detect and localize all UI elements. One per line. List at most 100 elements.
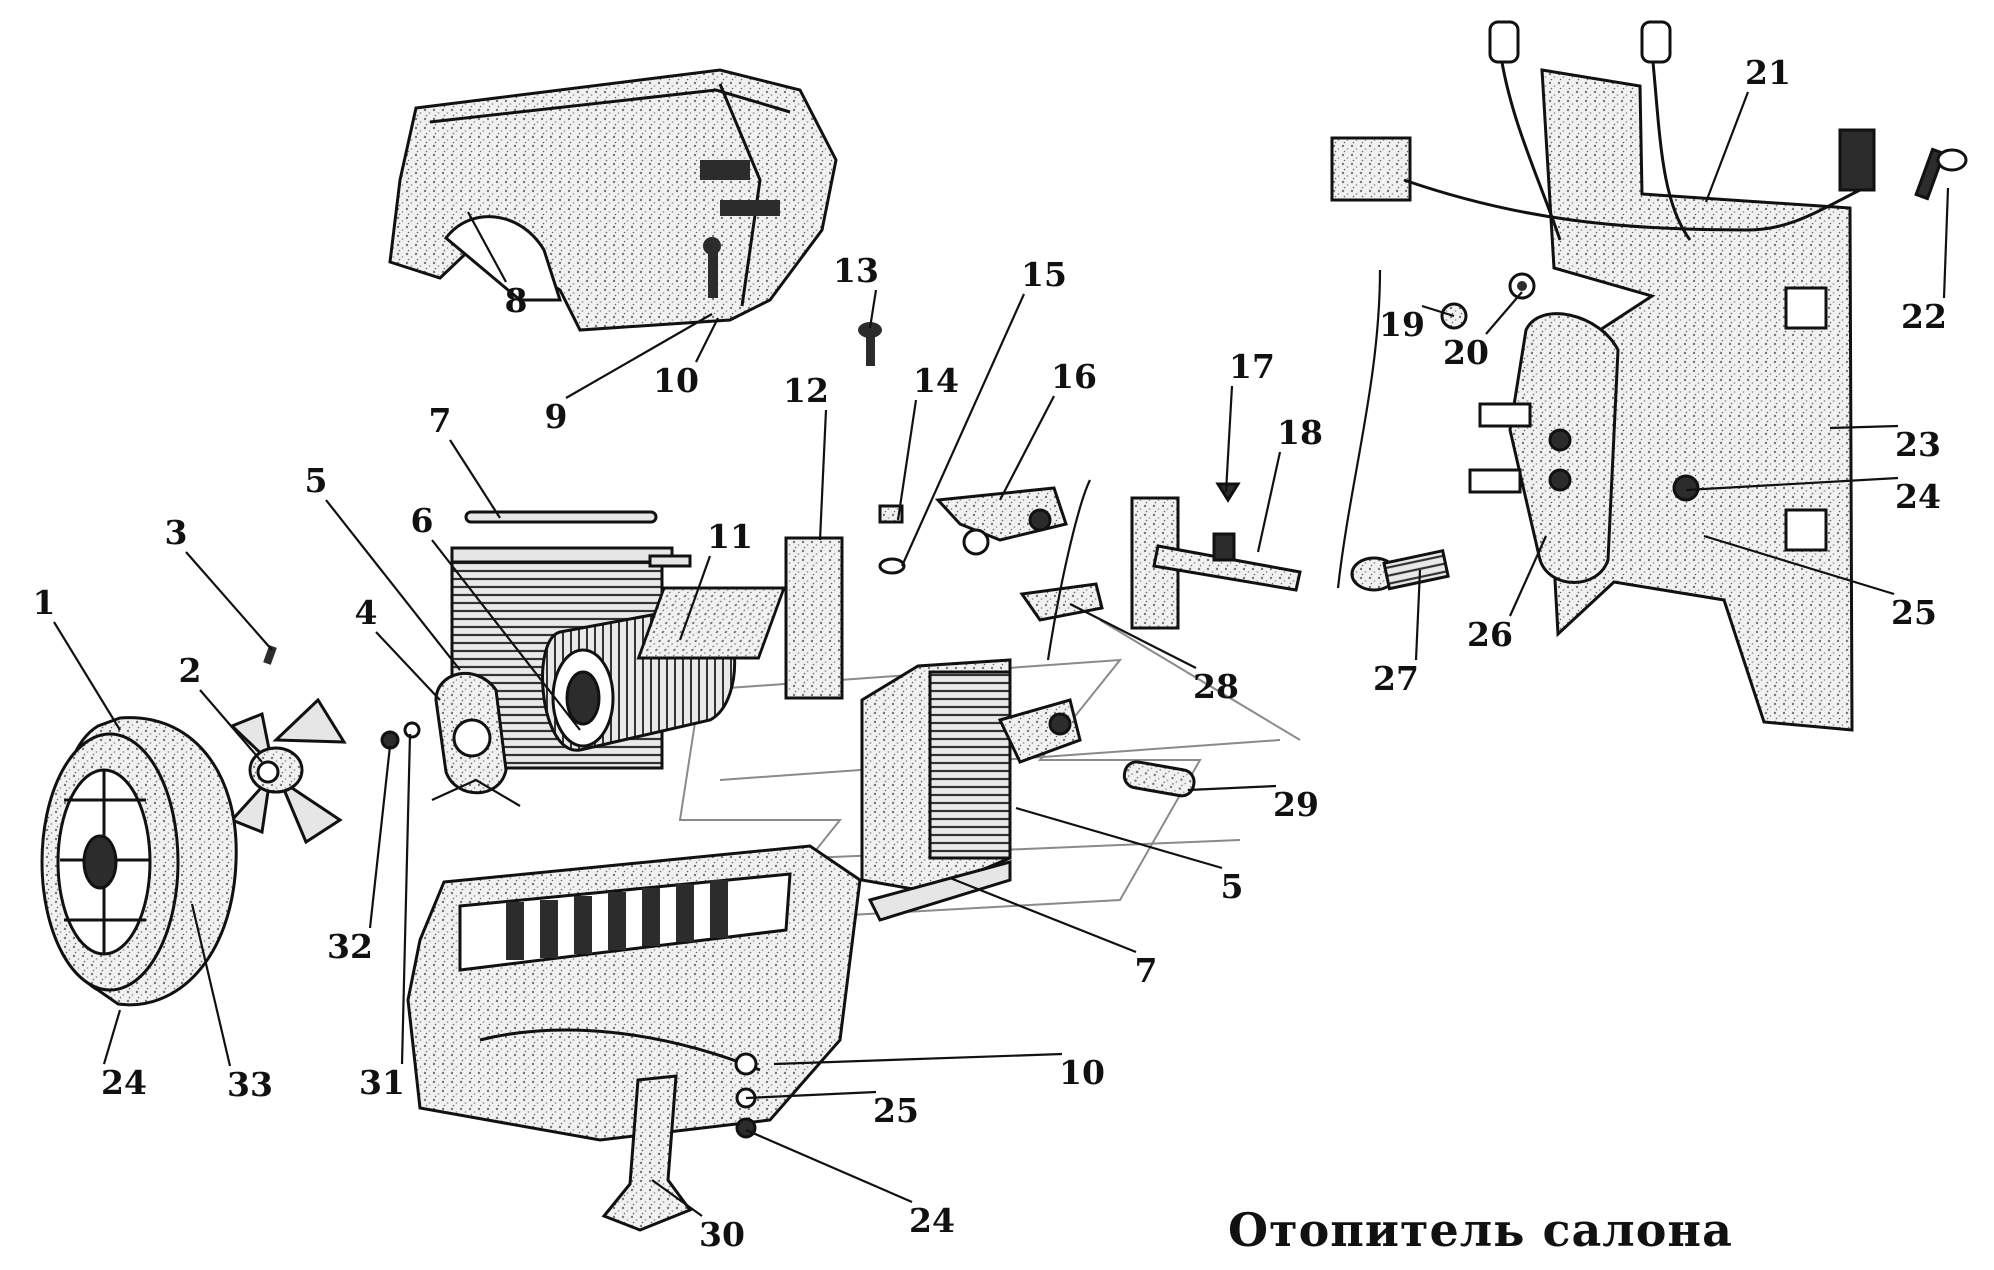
leader-11 xyxy=(678,555,712,641)
callout-32: 32 xyxy=(327,927,373,966)
leader-16 xyxy=(999,395,1055,501)
coolant-valve-lower xyxy=(997,698,1082,764)
wiring-harness xyxy=(1330,20,1861,241)
washer-14 xyxy=(878,557,906,575)
leader-1 xyxy=(53,621,121,731)
callout-24: 24 xyxy=(909,1201,955,1240)
callout-33: 33 xyxy=(227,1065,273,1104)
control-cable xyxy=(1046,269,1382,661)
callout-7: 7 xyxy=(429,401,452,440)
leader-5 xyxy=(325,499,461,671)
callout-23: 23 xyxy=(1895,425,1941,464)
callout-22: 22 xyxy=(1901,297,1947,336)
leader-2 xyxy=(199,689,263,763)
callout-8: 8 xyxy=(505,281,528,320)
callout-31: 31 xyxy=(359,1063,405,1102)
filter-panel xyxy=(784,536,844,700)
callout-6: 6 xyxy=(411,501,434,540)
leader-4 xyxy=(375,631,441,701)
leader-24 xyxy=(745,1128,913,1204)
screw-22 xyxy=(1914,147,1968,201)
callout-7: 7 xyxy=(1135,951,1158,990)
leader-25 xyxy=(745,1090,877,1100)
leader-29 xyxy=(1187,784,1277,792)
callout-1: 1 xyxy=(33,583,56,622)
leader-8 xyxy=(467,211,507,283)
leader-31 xyxy=(400,733,412,1065)
leader-7 xyxy=(449,439,501,519)
leader-33 xyxy=(190,903,232,1067)
leader-23 xyxy=(1829,424,1899,430)
callout-11: 11 xyxy=(707,517,753,556)
callout-17: 17 xyxy=(1229,347,1275,386)
callout-30: 30 xyxy=(699,1215,745,1254)
clip-3 xyxy=(263,645,277,665)
bolt-27 xyxy=(1350,548,1450,592)
callout-24: 24 xyxy=(101,1063,147,1102)
callout-5: 5 xyxy=(305,461,328,500)
screw-9 xyxy=(703,237,721,298)
callout-10: 10 xyxy=(653,361,699,400)
callout-15: 15 xyxy=(1021,255,1067,294)
leader-17 xyxy=(1224,385,1234,493)
mounting-panel xyxy=(1540,68,1876,732)
callout-29: 29 xyxy=(1273,785,1319,824)
leader-21 xyxy=(1704,91,1750,203)
callout-4: 4 xyxy=(355,593,378,632)
leader-18 xyxy=(1256,451,1282,553)
callout-16: 16 xyxy=(1051,357,1097,396)
leader-13 xyxy=(868,289,878,329)
washer-31 xyxy=(403,721,421,739)
callout-24: 24 xyxy=(1895,477,1941,516)
leader-10 xyxy=(773,1052,1063,1066)
leader-10 xyxy=(695,317,719,363)
diagram-title: Отопитель салона xyxy=(1228,1203,1733,1257)
leader-7 xyxy=(949,876,1137,954)
leader-27 xyxy=(1414,569,1422,661)
leader-5 xyxy=(1015,806,1223,870)
leader-32 xyxy=(368,745,392,929)
callout-10: 10 xyxy=(1059,1053,1105,1092)
leader-19 xyxy=(1421,304,1455,318)
callout-14: 14 xyxy=(913,361,959,400)
nut-32 xyxy=(380,730,400,750)
callout-28: 28 xyxy=(1193,667,1239,706)
leader-12 xyxy=(818,409,828,541)
hose-29 xyxy=(1122,760,1196,798)
leader-26 xyxy=(1508,535,1548,617)
callout-5: 5 xyxy=(1221,867,1244,906)
heater-core-lower xyxy=(636,586,1012,922)
coolant-valve xyxy=(934,486,1068,556)
callout-19: 19 xyxy=(1379,305,1425,344)
callout-26: 26 xyxy=(1467,615,1513,654)
callout-3: 3 xyxy=(165,513,188,552)
leader-22 xyxy=(1942,187,1950,299)
leader-24 xyxy=(102,1009,122,1065)
leader-3 xyxy=(185,551,273,651)
screw-13 xyxy=(858,322,882,366)
leader-25 xyxy=(1703,534,1895,596)
leader-28 xyxy=(1069,603,1197,669)
clip-14 xyxy=(878,504,904,524)
leader-30 xyxy=(651,1179,703,1217)
leader-14 xyxy=(896,399,918,521)
leader-20 xyxy=(1485,291,1523,335)
upper-housing xyxy=(388,68,838,332)
lower-housing xyxy=(406,844,862,1142)
callout-27: 27 xyxy=(1373,659,1419,698)
seal-strip-upper xyxy=(464,510,658,524)
leader-9 xyxy=(565,313,713,399)
fan-impeller xyxy=(229,697,347,845)
leader-6 xyxy=(431,539,581,731)
callout-12: 12 xyxy=(783,371,829,410)
callout-18: 18 xyxy=(1277,413,1323,452)
leader-15 xyxy=(900,293,1026,567)
callout-2: 2 xyxy=(179,651,202,690)
callout-20: 20 xyxy=(1443,333,1489,372)
resistor-block xyxy=(1468,312,1700,584)
callout-9: 9 xyxy=(545,397,568,436)
callout-25: 25 xyxy=(1891,593,1937,632)
callout-25: 25 xyxy=(873,1091,919,1130)
